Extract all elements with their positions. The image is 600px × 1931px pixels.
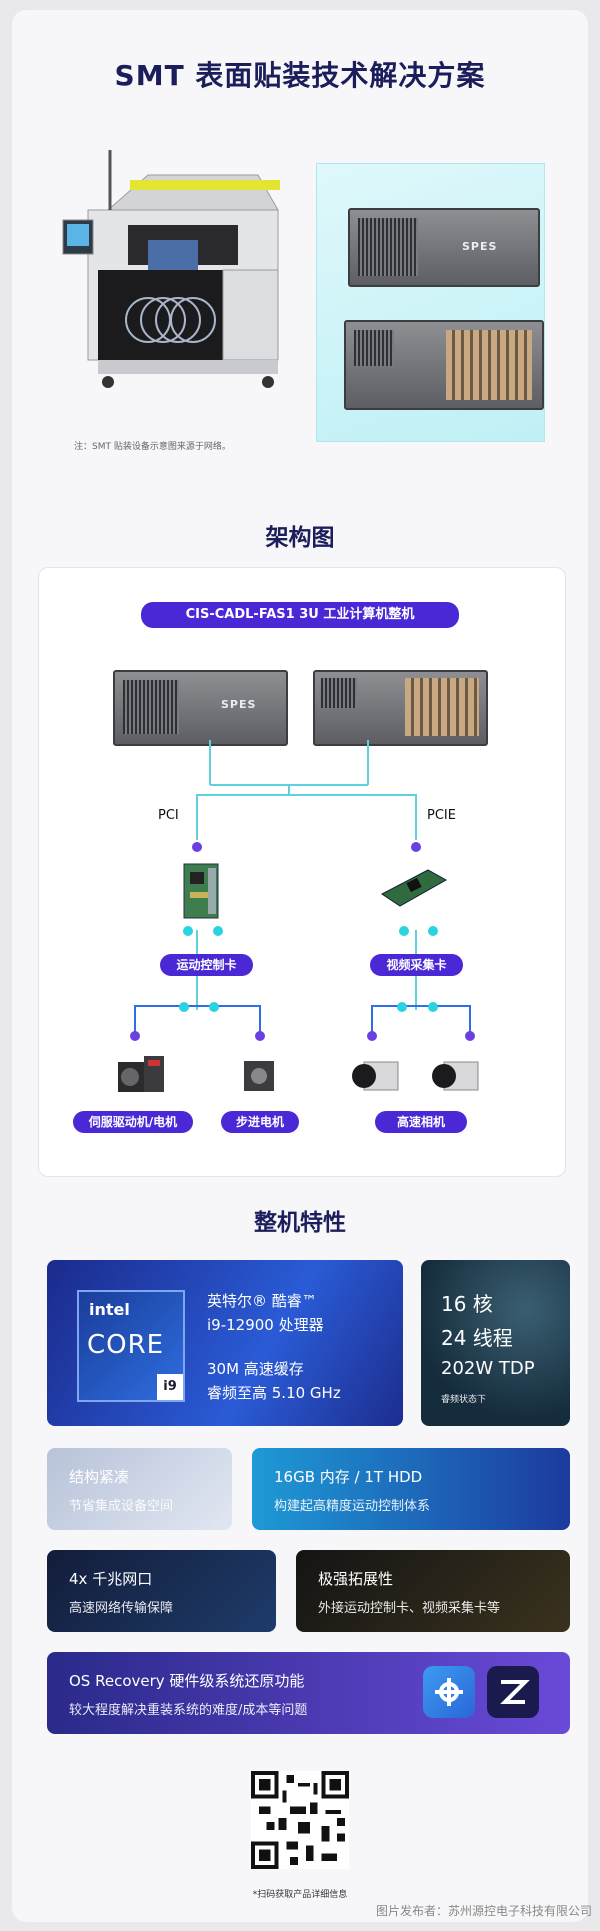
compact-tile: 结构紧凑 节省集成设备空间 xyxy=(47,1448,232,1530)
lan-title: 4x 千兆网口 xyxy=(69,1570,153,1588)
video-capture-card-image xyxy=(381,869,448,907)
stepper-dot xyxy=(255,1031,265,1041)
servo-motor-image xyxy=(118,1056,164,1092)
chassis-logo-arch: SPES xyxy=(221,698,257,711)
cores-count: 16 核 xyxy=(441,1292,493,1316)
camera-dot-right xyxy=(465,1031,475,1041)
tdp-value: 202W TDP xyxy=(441,1358,535,1379)
connection-lines xyxy=(134,740,471,1040)
stepper-label: 步进电机 xyxy=(221,1111,299,1133)
chassis-rear xyxy=(313,670,488,746)
memory-title: 16GB 内存 / 1T HDD xyxy=(274,1468,423,1486)
compact-title: 结构紧凑 xyxy=(69,1468,130,1486)
os-recovery-title: OS Recovery 硬件级系统还原功能 xyxy=(69,1672,305,1690)
os-recovery-tile: OS Recovery 硬件级系统还原功能 较大程度解决重装系统的难度/成本等问… xyxy=(47,1652,570,1734)
pcie-label: PCIE xyxy=(427,808,456,823)
arch-section-title: 架构图 xyxy=(265,525,335,551)
page-title: SMT 表面贴装技术解决方案 xyxy=(114,59,486,92)
cpu-name: 英特尔® 酷睿™ xyxy=(207,1292,317,1310)
features-section-title: 整机特性 xyxy=(254,1210,346,1236)
motion-control-card-image xyxy=(183,863,219,919)
extension-tile: 极强拓展性 外接运动控制卡、视频采集卡等 xyxy=(296,1550,570,1632)
os-recovery-subtitle: 较大程度解决重装系统的难度/成本等问题 xyxy=(69,1703,308,1718)
video-card-label: 视频采集卡 xyxy=(370,954,463,976)
intel-core-badge: intel CORE i9 xyxy=(77,1290,185,1402)
core-wordmark: CORE xyxy=(87,1330,165,1360)
lan-tile: 4x 千兆网口 高速网络传输保障 xyxy=(47,1550,276,1632)
camera-left-image xyxy=(352,1061,399,1091)
pci-dot xyxy=(192,842,202,852)
turbo-note: 睿频状态下 xyxy=(441,1395,487,1405)
intel-wordmark: intel xyxy=(89,1300,130,1319)
pcie-dot xyxy=(411,842,421,852)
memory-tile: 16GB 内存 / 1T HDD 构建起高精度运动控制体系 xyxy=(252,1448,570,1530)
cpu-frequency: 睿频至高 5.10 GHz xyxy=(207,1384,341,1402)
cores-tile: 16 核 24 线程 202W TDP 睿频状态下 xyxy=(421,1260,570,1426)
video-card-dot-left xyxy=(399,926,409,936)
recovery-logo-icon xyxy=(423,1666,475,1718)
publisher-credit: 图片发布者：苏州源控电子科技有限公司 xyxy=(375,1904,592,1918)
cpu-cache: 30M 高速缓存 xyxy=(207,1360,304,1378)
qr-code xyxy=(251,1771,349,1869)
smt-machine-image xyxy=(62,150,280,388)
i9-badge: i9 xyxy=(157,1374,183,1400)
extension-title: 极强拓展性 xyxy=(318,1570,394,1588)
chassis-logo: SPES xyxy=(462,240,498,253)
cpu-tile: intel CORE i9 英特尔® 酷睿™ i9-12900 处理器 30M … xyxy=(47,1260,403,1426)
servo-label: 伺服驱动机/电机 xyxy=(73,1111,193,1133)
stepper-top-dot xyxy=(209,1002,219,1012)
extension-subtitle: 外接运动控制卡、视频采集卡等 xyxy=(318,1601,501,1616)
arch-header-pill: CIS-CADL-FAS1 3U 工业计算机整机 xyxy=(141,602,459,628)
servo-dot xyxy=(130,1031,140,1041)
memory-subtitle: 构建起高精度运动控制体系 xyxy=(274,1499,431,1514)
motion-card-label: 运动控制卡 xyxy=(160,954,253,976)
chassis-front-top: SPES xyxy=(348,208,540,287)
lan-subtitle: 高速网络传输保障 xyxy=(69,1601,174,1616)
servo-top-dot xyxy=(179,1002,189,1012)
image-source-note: 注：SMT 贴装设备示意图来源于网络。 xyxy=(74,442,231,452)
threads-count: 24 线程 xyxy=(441,1326,513,1350)
compact-subtitle: 节省集成设备空间 xyxy=(69,1499,174,1514)
motion-card-dot-left xyxy=(183,926,193,936)
chassis-front: SPES xyxy=(113,670,288,746)
camera-right-image xyxy=(432,1061,479,1091)
pci-label: PCI xyxy=(158,808,179,823)
stepper-motor-image xyxy=(244,1061,274,1091)
camera-dot-left xyxy=(367,1031,377,1041)
motion-card-dot-right xyxy=(213,926,223,936)
chassis-rear-top xyxy=(344,320,544,410)
cpu-model: i9-12900 处理器 xyxy=(207,1316,324,1334)
scan-hint: *扫码获取产品详细信息 xyxy=(252,1890,348,1900)
brand-logo-icon xyxy=(487,1666,539,1718)
camera-label: 高速相机 xyxy=(375,1111,467,1133)
camera-top-dot-left xyxy=(397,1002,407,1012)
video-card-dot-right xyxy=(428,926,438,936)
camera-top-dot-right xyxy=(428,1002,438,1012)
